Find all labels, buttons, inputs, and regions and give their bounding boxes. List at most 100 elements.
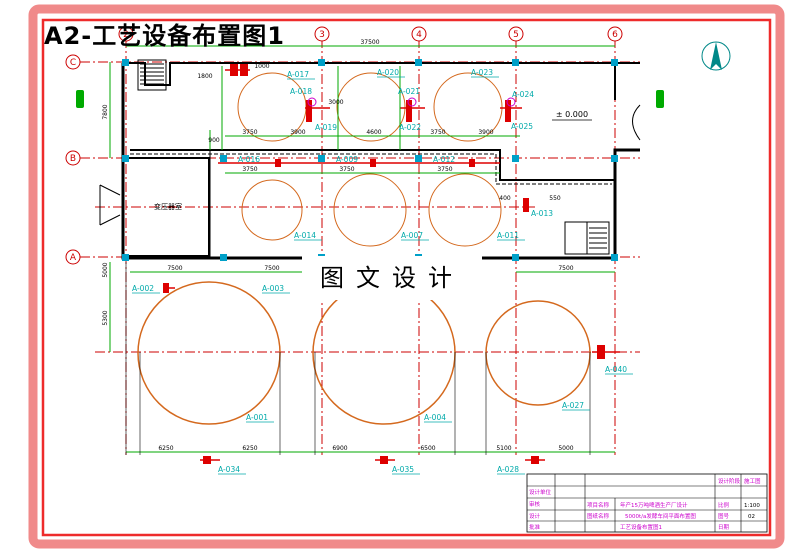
dim-bottom-1: 6250 [158,445,173,452]
tank-a-011 [428,173,502,247]
dim-outdoor: 5300 [102,310,109,325]
tag-a-007: A-007 [401,231,423,240]
dim-mid-2: 3750 [339,166,354,173]
dim-upper-1: 3750 [242,129,257,136]
dim-mid-3: 3750 [437,166,452,173]
tb-top-right-1: 设计阶段 [718,477,741,485]
dim-upper-4: 3750 [430,129,445,136]
tb-right-label-2: 图号 [718,512,730,520]
dim-c-2: 1000 [254,63,269,70]
tag-underlines [132,76,633,475]
tag-a-019: A-019 [315,123,337,132]
tank-a-001 [137,281,281,425]
tb-top-right-2: 施工图 [744,477,761,485]
dim-bottom-4: 6500 [420,445,435,452]
dim-bottom-2: 6250 [242,445,257,452]
level-mark: ± 0.000 [556,110,588,119]
axis-col-5: 5 [513,30,519,40]
tag-a-017: A-017 [287,70,309,79]
axis-col-6: 6 [612,30,618,40]
tag-a-034: A-034 [218,465,240,474]
title-block-grid [527,474,767,532]
axis-col-2: 2 [123,30,129,40]
dim-row-c-b: 7800 [102,104,109,119]
dim-row-b-a: 5000 [102,262,109,277]
tag-a-035: A-035 [392,465,414,474]
dim-misc-2: 400 [499,195,511,202]
tag-a-003: A-003 [262,284,284,293]
entrance-markers [76,90,664,108]
tb-project-label: 项目名称 [587,501,610,509]
dim-bottom-5: 5100 [496,445,511,452]
tag-a-013: A-013 [531,209,553,218]
tb-drawing-label: 图纸名称 [587,512,610,520]
tag-a-018: A-018 [290,87,312,96]
dim-upper-3: 4600 [366,129,381,136]
tag-a-027: A-027 [562,401,584,410]
tb-right-label-3: 日期 [718,524,730,531]
dim-misc-3: 550 [549,195,561,202]
dim-c-1: 1800 [197,73,212,80]
tb-left-1: 设计单位 [529,488,552,496]
dim-a-1: 7500 [167,265,182,272]
tag-a-014: A-014 [294,231,316,240]
tank-a-004 [312,281,456,425]
dim-upper-5: 3900 [478,129,493,136]
tank-a-027 [485,300,591,406]
tb-left-4: 批准 [529,523,541,531]
tag-a-001: A-001 [246,413,268,422]
tags-middle: A-016 A-009 A-012 A-013 A-014 A-007 A-01… [238,155,553,240]
tag-a-002: A-002 [132,284,154,293]
stair-upper [137,59,167,91]
tag-a-004: A-004 [424,413,446,422]
axis-row-a: A [70,253,77,263]
outdoor-tanks [137,281,591,425]
tag-a-009: A-009 [336,155,358,164]
tank-a-007 [333,173,407,247]
tag-a-016: A-016 [238,155,260,164]
tag-a-020: A-020 [377,68,399,77]
axis-row-c: C [70,58,76,68]
tags-outdoor: A-002 A-003 A-001 A-004 A-027 A-040 A-03… [132,284,627,474]
dim-misc-4: 3000 [328,99,343,106]
tag-a-024: A-024 [512,90,534,99]
axis-bubbles [65,26,623,265]
extension-lines [125,262,591,455]
tb-left-2: 审核 [529,500,541,508]
inner-frame [41,18,772,537]
tags-upper: A-017 A-018 A-019 A-020 A-021 A-022 A-02… [287,68,534,132]
tag-a-028: A-028 [497,465,519,474]
axis-row-b: B [70,154,76,164]
tag-a-025: A-025 [511,122,533,131]
valve-handles [307,97,516,107]
dim-bottom-3: 6900 [332,445,347,452]
tag-a-021: A-021 [398,87,420,96]
middle-tanks [241,173,502,247]
doors [99,104,641,226]
dim-misc-1: 900 [208,137,220,144]
room-label: 变压器室 [154,202,182,211]
valves [163,64,605,464]
tb-right-value-1: 1:100 [744,503,760,509]
tank-a-024 [433,72,503,142]
north-arrow-icon [701,41,731,71]
tag-a-011: A-011 [497,231,519,240]
dim-a-3: 7500 [558,265,573,272]
tank-a-021 [336,72,406,142]
tag-a-022: A-022 [399,123,421,132]
tag-a-012: A-012 [433,155,455,164]
tag-a-023: A-023 [471,68,493,77]
tb-right-value-2: 02 [748,514,755,520]
building-walls [121,62,640,260]
dim-upper-2: 3900 [290,129,305,136]
dim-top-overall: 37500 [360,39,379,46]
tb-project-name: 年产15万吨啤酒生产厂设计 [620,501,688,509]
axis-grid [80,38,640,455]
tag-a-040: A-040 [605,365,627,374]
tb-sub-label: 工艺设备布置图1 [620,523,662,531]
dim-mid-1: 3750 [242,166,257,173]
tb-drawing-name: 5000t/a发酵车间平面布置图 [625,512,696,520]
dim-bottom-6: 5000 [558,445,573,452]
